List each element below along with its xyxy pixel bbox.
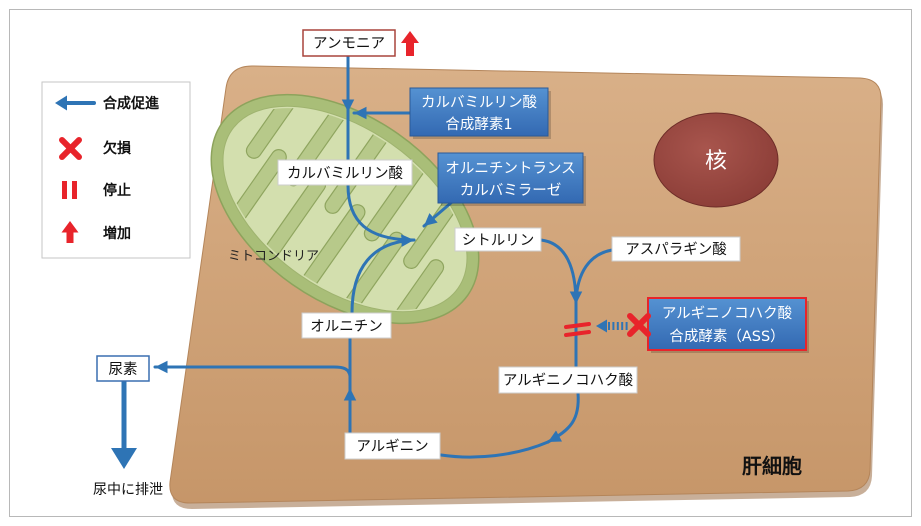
flow-arrows <box>111 54 614 469</box>
blue-left-arrow-head <box>55 95 67 111</box>
enzyme-cps1-line2: 合成酵素1 <box>445 116 512 133</box>
legend-item-stop: 停止 <box>62 181 131 199</box>
red-bar <box>72 181 77 199</box>
carbamoyl-phosphate-node: カルバミルリン酸 <box>277 159 413 186</box>
dashed-arrow-head <box>596 319 607 333</box>
enzyme-otc-line1: オルニチントランス <box>445 161 575 177</box>
urea-node: 尿素 <box>96 355 150 382</box>
arrow-otc-promotion <box>422 200 454 228</box>
enzyme-ass: アルギニノコハク酸 合成酵素（ASS） <box>647 297 809 353</box>
enzyme-cps1-box <box>409 87 549 137</box>
carbamoyl-phosphate-label: カルバミルリン酸 <box>287 165 403 182</box>
arrow-to-urea <box>153 360 352 378</box>
cell-label: 肝細胞 <box>742 454 802 478</box>
legend-item-synthesis-promotion: 合成促進 <box>55 95 159 112</box>
enzyme-ass-box <box>647 297 807 351</box>
red-cross-stroke <box>59 137 82 160</box>
citrulline-label: シトルリン <box>462 233 535 249</box>
ammonia-label: アンモニア <box>313 36 385 52</box>
argininosuccinate-box <box>498 366 638 394</box>
legend: 合成促進 欠損 停止 増加 <box>41 81 191 259</box>
aspartate-node: アスパラギン酸 <box>611 236 741 262</box>
urea-box <box>96 355 150 382</box>
arrow-ornithine-to-citrulline <box>350 234 416 315</box>
red-bar <box>564 330 591 337</box>
legend-item-deficiency: 欠損 <box>59 137 132 160</box>
ornithine-label: オルニチン <box>310 319 383 335</box>
arginine-box <box>344 432 441 460</box>
arrow-argininosuccinate-to-arginine <box>546 391 580 444</box>
arginine-node: アルギニン <box>344 432 441 460</box>
red-pause-bars-icon <box>62 181 77 199</box>
argininosuccinate-label: アルギニノコハク酸 <box>503 372 634 389</box>
aspartate-box <box>611 236 741 262</box>
legend-label: 増加 <box>103 225 131 242</box>
mitochondria-label: ミトコンドリア <box>228 249 319 264</box>
excretion-label: 尿中に排泄 <box>93 482 163 498</box>
ass-deficiency-indicators <box>564 313 651 337</box>
enzyme-otc: オルニチントランス カルバミラーゼ <box>437 152 586 206</box>
carbamoyl-phosphate-box <box>277 159 413 186</box>
enzyme-otc-box <box>437 152 584 204</box>
nucleus-label: 核 <box>705 149 727 174</box>
legend-label: 合成促進 <box>103 95 159 112</box>
legend-label: 停止 <box>103 182 131 199</box>
citrulline-node: シトルリン <box>454 227 542 252</box>
aspartate-label: アスパラギン酸 <box>625 241 727 258</box>
red-up-arrow-icon <box>401 31 419 56</box>
nucleus: 核 <box>653 112 779 208</box>
urea-label: 尿素 <box>109 361 138 378</box>
arrow-aspartate-join <box>574 248 614 304</box>
enzyme-cps1-line1: カルバミルリン酸 <box>421 94 537 111</box>
red-cross-icon <box>627 313 651 337</box>
blue-left-arrow-icon <box>55 95 96 111</box>
argininosuccinate-node: アルギニノコハク酸 <box>498 366 638 394</box>
ammonia-node: アンモニア <box>302 29 419 57</box>
red-bar <box>62 181 67 199</box>
ornithine-box <box>301 312 392 339</box>
enzyme-cps1: カルバミルリン酸 合成酵素1 <box>409 87 551 139</box>
ammonia-box <box>302 29 396 57</box>
legend-label: 欠損 <box>103 140 132 157</box>
enzyme-ass-line2: 合成酵素（ASS） <box>669 328 784 345</box>
red-up-arrow-icon <box>61 221 79 243</box>
red-cross-stroke <box>627 313 651 337</box>
ornithine-node: オルニチン <box>301 312 392 339</box>
red-pause-bars-icon <box>564 322 591 337</box>
dashed-left-arrow-icon <box>596 319 629 333</box>
arrow-arginine-approach <box>439 440 550 459</box>
red-bar <box>564 322 591 329</box>
legend-item-increase: 増加 <box>61 221 131 243</box>
arginine-label: アルギニン <box>356 438 428 455</box>
enzyme-ass-line1: アルギニノコハク酸 <box>662 305 793 322</box>
excretion-arrow-head <box>111 448 137 469</box>
arrow-carbamoyl-phosphate-to-citrulline <box>346 183 416 242</box>
enzyme-otc-line2: カルバミラーゼ <box>460 182 562 199</box>
citrulline-box <box>454 227 542 252</box>
red-cross-icon <box>59 137 82 160</box>
arrow-urea-excretion <box>111 381 137 469</box>
nucleus-body <box>653 112 779 208</box>
